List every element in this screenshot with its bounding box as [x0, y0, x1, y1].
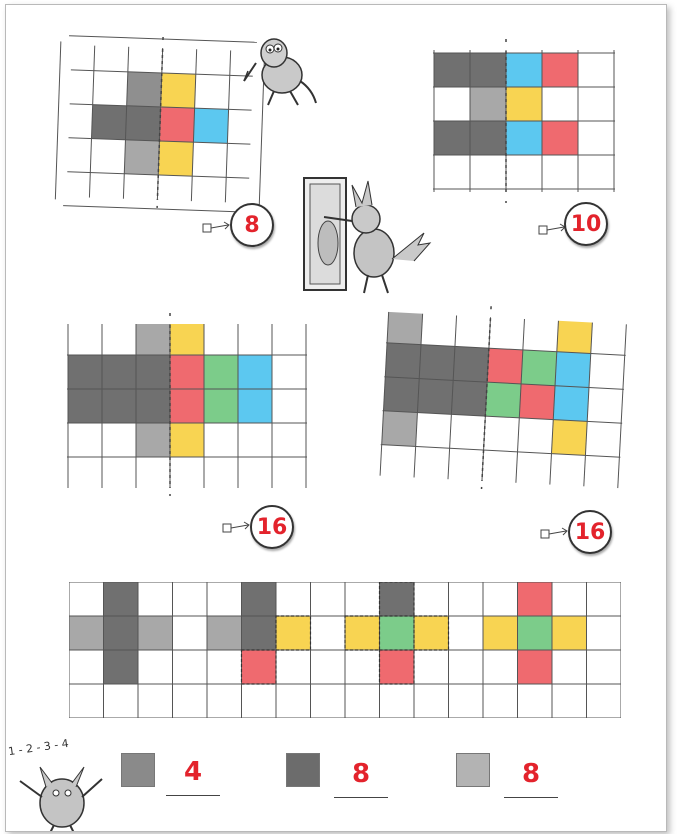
monster-at-mirror-illustration: [294, 173, 434, 298]
legend-answer-dark-gray: 8: [336, 759, 386, 789]
grid-cell: [276, 616, 311, 650]
grid-cell: [68, 355, 102, 389]
grid-cell: [383, 377, 419, 413]
grid-line: [378, 444, 624, 457]
grid-cell: [380, 650, 415, 684]
grid-cell: [124, 140, 159, 175]
grid-cell: [417, 379, 453, 415]
grid-cell: [483, 616, 518, 650]
grid-cell: [557, 318, 593, 354]
grid-line: [55, 41, 61, 199]
grid-cell: [387, 309, 423, 345]
grid-cell: [242, 582, 277, 616]
grid-cell: [470, 87, 506, 121]
grid-cell: [204, 389, 238, 423]
grid-cell: [69, 616, 104, 650]
grid-cell: [542, 53, 578, 87]
cheering-monster-illustration: [16, 753, 106, 832]
grid-cell: [104, 582, 139, 616]
grid-cell: [453, 346, 489, 382]
grid-cell: [138, 616, 173, 650]
grid-cell: [451, 380, 487, 416]
grid-cell: [125, 106, 160, 141]
grid-cell: [519, 384, 555, 420]
grid-cell: [68, 389, 102, 423]
grid-cell: [382, 411, 418, 447]
grid-cell: [104, 650, 139, 684]
grid-cell: [380, 616, 415, 650]
puzzle-grid-bottom: [66, 579, 624, 719]
grid-cell: [204, 355, 238, 389]
grid-cell: [518, 582, 553, 616]
grid-cell: [136, 423, 170, 457]
grid-cell: [345, 616, 380, 650]
grid-cell: [506, 121, 542, 155]
answer-badge-top-right: 10: [564, 202, 608, 246]
answer-badge-middle-left: 16: [250, 505, 294, 549]
thinking-monster-illustration: [238, 33, 318, 108]
grid-cell: [414, 616, 449, 650]
grid-cell: [159, 107, 194, 142]
pointer-arrow-icon: [222, 521, 252, 535]
puzzle-grid-middle-left: [64, 321, 304, 491]
puzzle-grid-top-left: [63, 42, 258, 209]
grid-cell: [102, 355, 136, 389]
grid-cell: [506, 87, 542, 121]
grid-cell: [380, 582, 415, 616]
grid-cell: [193, 108, 228, 143]
grid-cell: [136, 389, 170, 423]
grid-cell: [552, 616, 587, 650]
grid-cell: [127, 72, 162, 107]
pointer-arrow-icon: [202, 221, 232, 235]
grid-cell: [238, 355, 272, 389]
grid-cell: [470, 53, 506, 87]
answer-badge-top-left: 8: [230, 203, 274, 247]
puzzle-grid-middle-right: [376, 309, 631, 500]
puzzle-grid-top-right: [430, 47, 618, 195]
legend-answer-line: [334, 797, 388, 798]
grid-cell: [419, 345, 455, 381]
legend-swatch-light-gray: [456, 753, 490, 787]
grid-cell: [518, 650, 553, 684]
worksheet-page: 8 10 16 16 1 - 2 - 3 - 4 4 8 8: [5, 4, 667, 832]
grid-cell: [170, 423, 204, 457]
grid-cell: [553, 386, 589, 422]
grid-cell: [487, 348, 523, 384]
grid-cell: [104, 616, 139, 650]
legend-answer-line: [504, 797, 558, 798]
grid-cell: [161, 73, 196, 108]
grid-cell: [470, 121, 506, 155]
grid-cell: [238, 389, 272, 423]
grid-cell: [170, 321, 204, 355]
grid-cell: [170, 389, 204, 423]
grid-cell: [136, 321, 170, 355]
pointer-arrow-icon: [540, 527, 570, 541]
grid-cell: [542, 121, 578, 155]
grid-cell: [102, 389, 136, 423]
grid-cell: [555, 352, 591, 388]
grid-cell: [385, 343, 421, 379]
grid-cell: [242, 650, 277, 684]
grid-cell: [158, 141, 193, 176]
grid-cell: [434, 53, 470, 87]
legend-answer-mid-gray: 4: [168, 757, 218, 787]
grid-cell: [170, 355, 204, 389]
legend-swatch-mid-gray: [121, 753, 155, 787]
grid-cell: [242, 616, 277, 650]
grid-cell: [434, 121, 470, 155]
grid-cell: [521, 350, 557, 386]
answer-badge-middle-right: 16: [568, 510, 612, 554]
legend-swatch-dark-gray: [286, 753, 320, 787]
grid-cell: [551, 420, 587, 456]
legend-answer-line: [166, 795, 220, 796]
grid-cell: [506, 53, 542, 87]
grid-cell: [207, 616, 242, 650]
grid-cell: [518, 616, 553, 650]
grid-cell: [91, 105, 126, 140]
grid-cell: [485, 382, 521, 418]
legend-answer-light-gray: 8: [506, 759, 556, 789]
grid-cell: [136, 355, 170, 389]
